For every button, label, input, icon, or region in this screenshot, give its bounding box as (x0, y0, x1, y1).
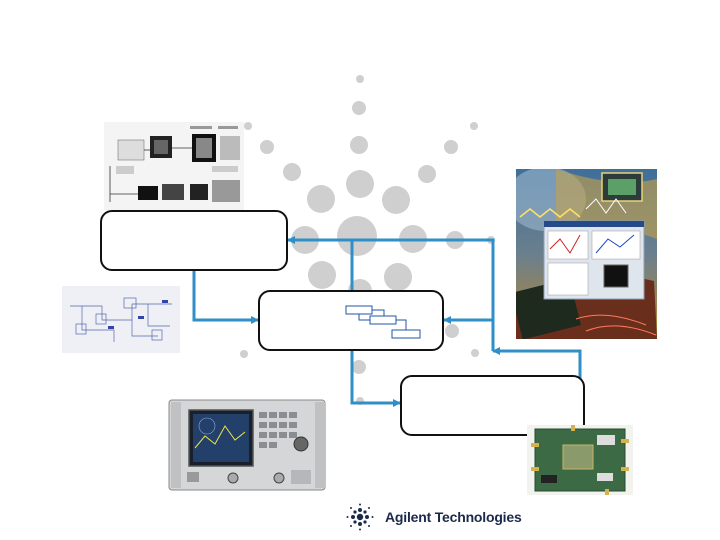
connector-center-up (288, 240, 352, 290)
company-name: Agilent Technologies (385, 509, 522, 525)
agilent-spark-icon (345, 502, 375, 532)
system-design-box (100, 210, 288, 271)
connector-center-to-bottom (352, 350, 400, 403)
circuit-schematic-image (62, 286, 180, 353)
connector-left-to-center (194, 270, 258, 320)
simulation-software-image (516, 169, 657, 339)
system-block-diagram-image (104, 122, 244, 210)
mini-flow-diagram (344, 304, 424, 344)
network-analyzer-image (167, 396, 329, 494)
rf-circuit-board-image (527, 425, 633, 495)
